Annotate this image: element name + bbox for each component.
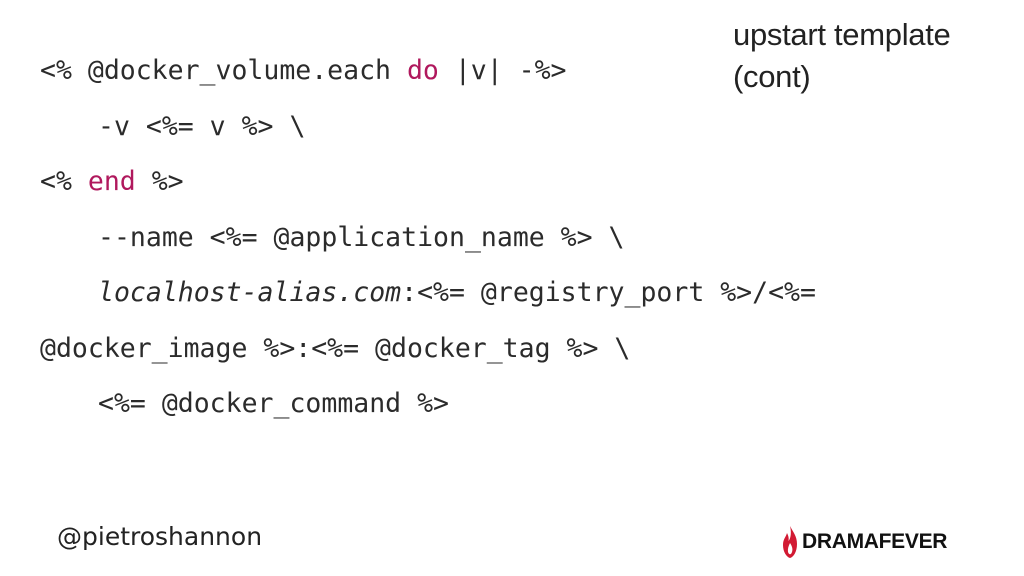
code-text: :<%= @registry_port %>/<%= (401, 277, 816, 308)
flame-icon (783, 526, 797, 558)
code-text: @docker_image %>:<%= @docker_tag %> \ (40, 332, 631, 364)
code-keyword-end: end (87, 166, 136, 197)
dramafever-logo: DRAMAFEVER (781, 522, 947, 562)
slide-title-line-2: (cont) (733, 59, 811, 94)
code-text: --name <%= @application_name %> \ (98, 221, 625, 253)
code-line-3: <% end %> (40, 159, 816, 215)
code-text: <%= @docker_command %> (98, 388, 449, 419)
code-line-1: <% @docker_volume.each do |v| -%> (40, 48, 816, 104)
code-text: <% @docker_volume.each (40, 55, 407, 86)
code-text: -v <%= v %> \ (98, 110, 306, 142)
code-text: |v| -%> (438, 55, 567, 86)
code-line-4: --name <%= @application_name %> \ (40, 215, 816, 271)
code-host-italic: localhost-alias.com (98, 277, 402, 308)
code-block: <% @docker_volume.each do |v| -%> -v <%=… (40, 48, 816, 437)
code-keyword-do: do (406, 55, 439, 86)
twitter-handle: @pietroshannon (57, 522, 263, 551)
code-line-7: <%= @docker_command %> (40, 381, 816, 437)
slide-title: upstart template (cont) (733, 14, 1023, 98)
code-line-5: localhost-alias.com:<%= @registry_port %… (40, 270, 816, 326)
code-line-2: -v <%= v %> \ (40, 104, 816, 160)
code-line-6: @docker_image %>:<%= @docker_tag %> \ (40, 326, 816, 382)
code-text: %> (135, 166, 184, 197)
slide-title-line-1: upstart template (733, 17, 951, 52)
code-text: <% (40, 166, 88, 197)
logo-text: DRAMAFEVER (802, 530, 948, 553)
